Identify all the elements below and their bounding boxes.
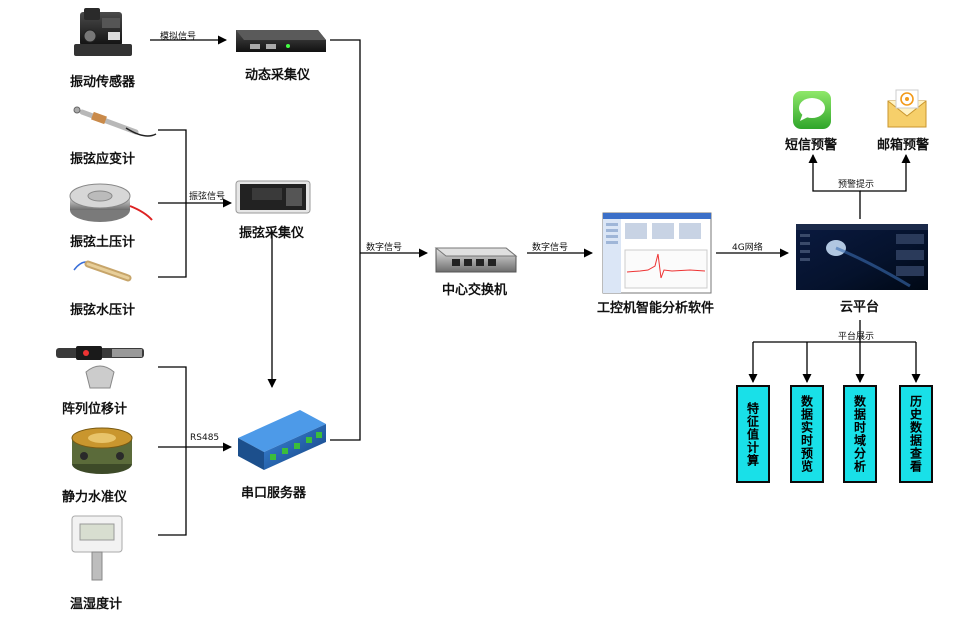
vibration-sensor-icon — [74, 8, 132, 56]
label-humidity: 温湿度计 — [70, 597, 123, 612]
feature-box-eigenvalue: 特征值计算 — [736, 385, 770, 483]
edge-cloud-alert — [812, 158, 861, 219]
switch-icon — [434, 247, 518, 273]
label-level-gauge: 静力水准仪 — [62, 490, 128, 505]
label-earth-pressure: 振弦土压计 — [70, 235, 136, 250]
strain-gauge-icon — [73, 106, 157, 137]
label-switch: 中心交换机 — [442, 283, 508, 298]
label-water-pressure: 振弦水压计 — [70, 303, 136, 318]
label-sms-alert: 短信预警 — [785, 138, 838, 153]
feature-box-time-domain: 数据时域分析 — [843, 385, 877, 483]
edge-label-network: 4G网络 — [732, 243, 763, 253]
label-strain-gauge: 振弦应变计 — [70, 152, 136, 167]
edge-label-string-signal: 振弦信号 — [189, 192, 226, 202]
string-collector-icon — [235, 180, 311, 214]
feature-box-history: 历史数据查看 — [899, 385, 933, 483]
edge-label-analog: 模拟信号 — [160, 32, 197, 42]
ipc-software-screenshot-icon — [602, 212, 712, 294]
edge-label-platform: 平台展示 — [838, 332, 875, 342]
serial-server-icon — [238, 410, 326, 470]
static-level-icon — [71, 427, 133, 474]
water-pressure-gauge-icon — [73, 260, 132, 282]
label-email-alert: 邮箱预警 — [877, 138, 930, 153]
dynamic-collector-icon — [236, 30, 326, 52]
label-string-collector: 振弦采集仪 — [239, 226, 305, 241]
earth-pressure-cell-icon — [69, 183, 153, 222]
label-ipc-software: 工控机智能分析软件 — [597, 301, 715, 316]
label-serial-server: 串口服务器 — [241, 486, 307, 501]
feature-box-realtime-preview: 数据实时预览 — [790, 385, 824, 483]
humidity-sensor-icon — [71, 515, 123, 581]
array-displacement-icon — [56, 346, 144, 389]
edge-label-rs485: RS485 — [190, 433, 220, 443]
label-dynamic-collector: 动态采集仪 — [245, 68, 311, 83]
label-vibration-sensor: 振动传感器 — [70, 75, 136, 90]
cloud-platform-icon — [796, 224, 928, 290]
label-displacement: 阵列位移计 — [62, 402, 128, 417]
edge-label-digital-1: 数字信号 — [366, 243, 403, 253]
bracket-rs485-sensors — [158, 366, 187, 536]
connectors — [150, 35, 921, 536]
label-cloud: 云平台 — [840, 300, 880, 315]
email-envelope-icon — [887, 89, 927, 128]
edge-label-alert-tip: 预警提示 — [838, 180, 875, 190]
sms-message-icon — [793, 91, 831, 129]
edge-dynamic-to-bus — [330, 39, 361, 441]
edge-label-digital-2: 数字信号 — [532, 243, 569, 253]
